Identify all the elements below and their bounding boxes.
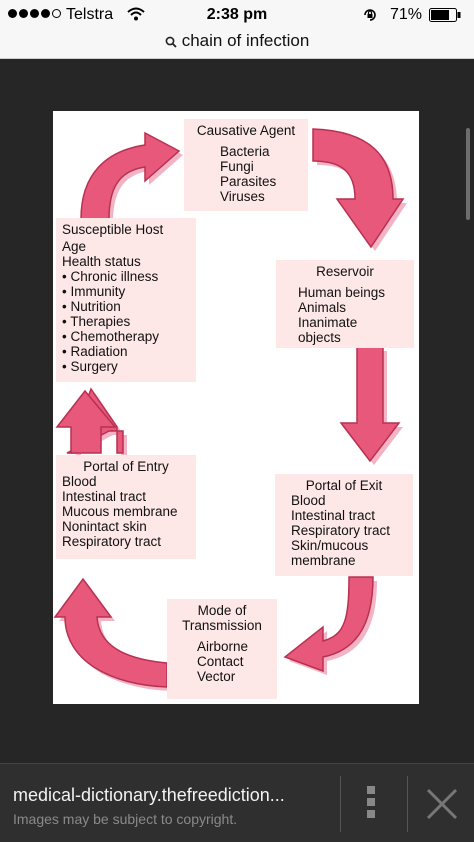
search-query: chain of infection	[181, 31, 310, 50]
reservoir-item: Human beings	[298, 285, 386, 300]
battery-icon	[429, 8, 461, 22]
host-item: • Chronic illness	[62, 269, 159, 284]
reservoir-item: Inanimate	[298, 315, 358, 330]
portal-of-entry-title: Portal of Entry	[83, 459, 169, 474]
entry-to-host-arrow	[55, 389, 117, 454]
clock: 2:38 pm	[206, 6, 268, 23]
wifi-icon	[127, 7, 145, 21]
causative-item: Parasites	[220, 174, 277, 189]
transmission-title: Transmission	[182, 618, 262, 633]
host-item: • Therapies	[62, 314, 131, 329]
causative-item: Viruses	[220, 189, 265, 204]
reservoir-title: Reservoir	[316, 264, 374, 279]
host-item: Age	[62, 239, 87, 254]
portal-of-exit-box: Portal of Exit Blood Intestinal tract Re…	[275, 474, 413, 576]
exit-item: Blood	[291, 493, 326, 508]
mode-of-transmission-box: Mode of Transmission Airborne Contact Ve…	[167, 599, 277, 699]
causative-item: Fungi	[220, 159, 254, 174]
portal-of-exit-title: Portal of Exit	[305, 478, 383, 493]
cycle-arrows	[54, 128, 407, 691]
causative-agent-title: Causative Agent	[196, 123, 296, 138]
divider	[407, 776, 408, 832]
status-bar: Telstra 2:38 pm 71%	[0, 0, 474, 30]
host-item: • Chemotherapy	[62, 329, 160, 344]
susceptible-host-title: Susceptible Host	[62, 222, 164, 237]
exit-item: membrane	[291, 553, 356, 568]
divider	[340, 776, 341, 832]
battery-percentage: 71%	[390, 6, 423, 23]
image-info-bar: medical-dictionary.thefreediction... Ima…	[0, 763, 474, 842]
search-bar[interactable]: chain of infection	[0, 30, 474, 59]
close-icon[interactable]	[424, 786, 460, 822]
portal-of-entry-box: Portal of Entry Blood Intestinal tract M…	[56, 455, 196, 559]
entry-item: Blood	[62, 474, 97, 489]
entry-item: Intestinal tract	[62, 489, 147, 504]
reservoir-item: objects	[298, 330, 341, 345]
search-icon	[165, 36, 177, 48]
chain-of-infection-image[interactable]: Causative Agent Bacteria Fungi Parasites…	[53, 111, 419, 704]
exit-item: Skin/mucous	[291, 538, 369, 553]
carrier-name: Telstra	[66, 6, 114, 23]
causative-item: Bacteria	[220, 144, 270, 159]
copyright-note: Images may be subject to copyright.	[13, 811, 238, 827]
causative-agent-box: Causative Agent Bacteria Fungi Parasites…	[184, 119, 308, 211]
scrollbar[interactable]	[466, 128, 470, 220]
rotation-lock-icon	[364, 9, 376, 21]
exit-item: Intestinal tract	[291, 508, 376, 523]
transmission-item: Airborne	[197, 639, 249, 654]
entry-item: Respiratory tract	[62, 534, 162, 549]
reservoir-box: Reservoir Human beings Animals Inanimate…	[276, 260, 414, 348]
transmission-title: Mode of	[197, 603, 247, 618]
susceptible-host-box: Susceptible Host Age Health status • Chr…	[56, 218, 196, 382]
entry-item: Mucous membrane	[62, 504, 178, 519]
source-link[interactable]: medical-dictionary.thefreediction...	[13, 785, 285, 805]
exit-item: Respiratory tract	[291, 523, 391, 538]
host-item: • Surgery	[62, 359, 118, 374]
host-item: • Radiation	[62, 344, 128, 359]
entry-item: Nonintact skin	[62, 519, 147, 534]
transmission-item: Vector	[197, 669, 236, 684]
reservoir-item: Animals	[298, 300, 347, 315]
signal-strength-icon	[8, 9, 61, 18]
host-item: • Immunity	[62, 284, 126, 299]
host-item: • Nutrition	[62, 299, 121, 314]
transmission-item: Contact	[197, 654, 244, 669]
more-options-icon[interactable]	[365, 786, 377, 822]
host-item: Health status	[62, 254, 141, 269]
